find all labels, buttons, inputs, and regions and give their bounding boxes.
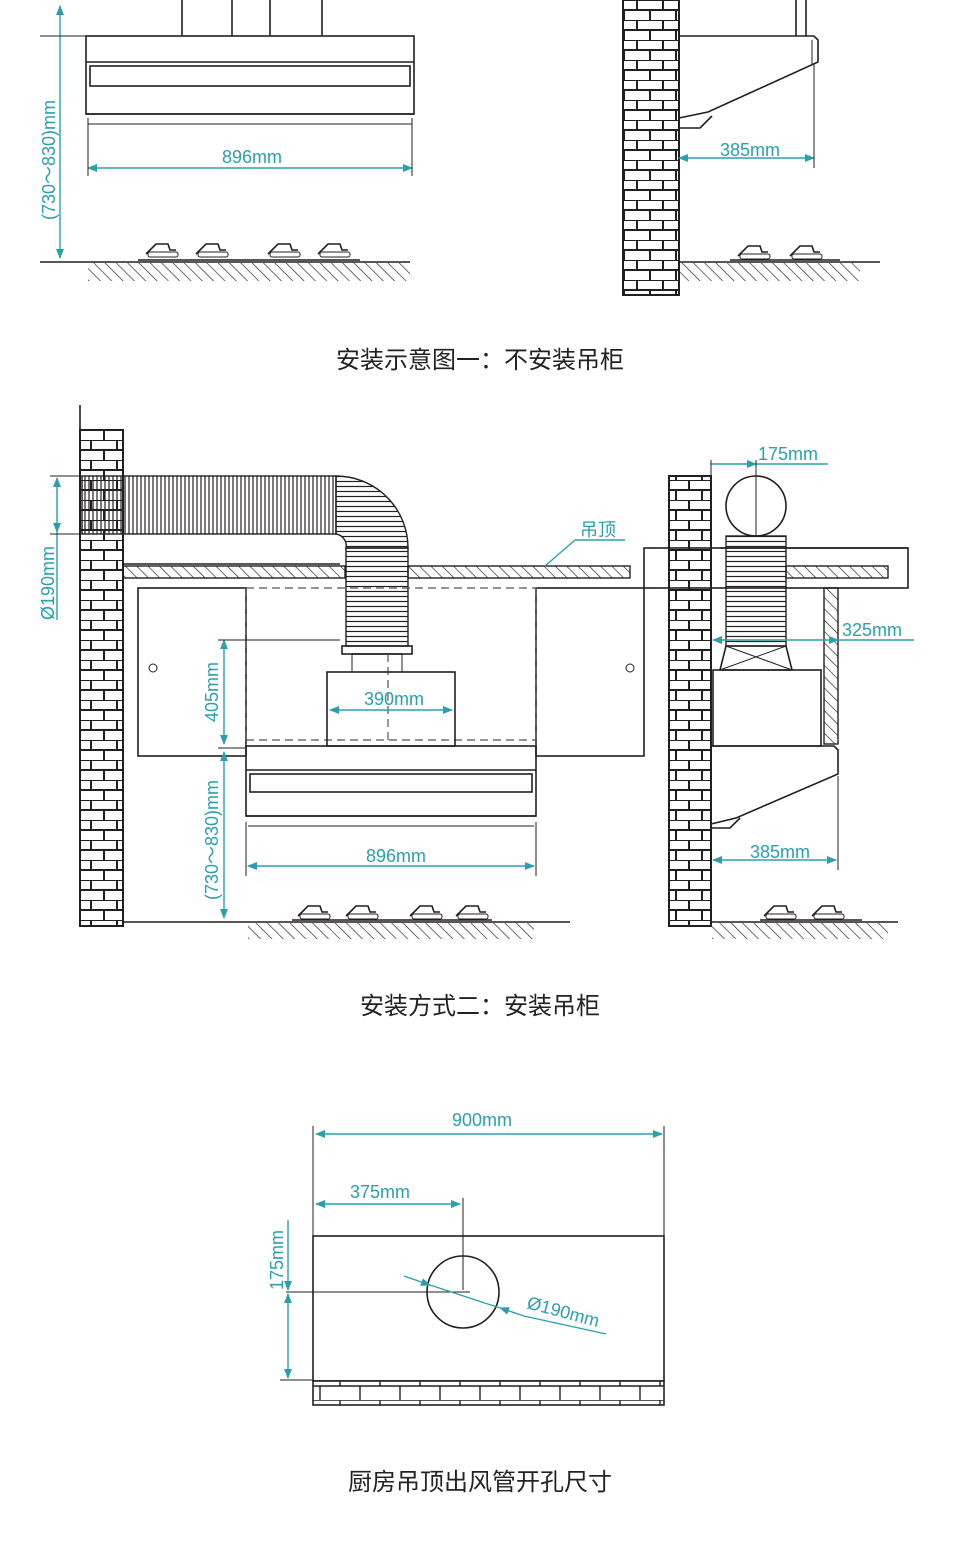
- fig2-side-wall: [668, 475, 712, 927]
- fig2-width-label: 896mm: [366, 846, 426, 866]
- fig3-ceiling-board: [312, 1235, 665, 1382]
- fig3-caption: 厨房吊顶出风管开孔尺寸: [348, 1468, 612, 1496]
- fig1-side-view: 385mm: [622, 0, 880, 296]
- fig2-chimney: [326, 671, 456, 747]
- fig2-side-view: 175mm 325mm 385mm: [643, 444, 914, 939]
- fig1-depth-label: 385mm: [720, 140, 780, 160]
- fig1-stove: [138, 243, 360, 261]
- fig2-ceiling-label: 吊顶: [580, 520, 616, 540]
- fig2-duct-horizontal: [81, 475, 337, 535]
- fig2-duct-vertical: [345, 547, 409, 647]
- fig1-caption: 安装示意图一：不安装吊柜: [336, 346, 624, 374]
- fig2-height-label: (730～830)mm: [202, 780, 222, 900]
- fig2-front-view: 吊顶 Ø190mm 390mm 405mm (730～830)mm: [38, 405, 645, 939]
- fig3-ceiling-opening: 900mm 375mm 175mm Ø190mm: [267, 1110, 665, 1406]
- fig1-floor: [88, 263, 410, 281]
- fig1-height-label: (730～830)mm: [39, 100, 59, 220]
- fig3-offset-y-label: 175mm: [267, 1230, 287, 1290]
- fig2-cabinet-height-label: 405mm: [202, 662, 222, 722]
- fig2-caption: 安装方式二：安装吊柜: [360, 992, 600, 1020]
- fig2-side-cabinet-depth-label: 325mm: [842, 620, 902, 640]
- fig2-side-depth-label: 385mm: [750, 842, 810, 862]
- fig3-wall-strip: [312, 1380, 665, 1406]
- fig2-ceiling-left: [122, 565, 346, 579]
- fig2-side-cabinet: [823, 587, 839, 745]
- fig1-width-label: 896mm: [222, 147, 282, 167]
- fig1-wall: [622, 0, 680, 296]
- fig1-hood-body: [85, 35, 415, 115]
- fig2-hood: [245, 745, 537, 817]
- fig3-offset-x-label: 375mm: [350, 1182, 410, 1202]
- fig2-side-offset-label: 175mm: [758, 444, 818, 464]
- fig1-front-view: (730～830)mm 896mm: [39, 0, 415, 281]
- fig3-total-width-label: 900mm: [452, 1110, 512, 1130]
- fig1-side-hood: [678, 35, 819, 129]
- fig2-duct-diameter-label: Ø190mm: [38, 546, 58, 620]
- fig2-duct-width-label: 390mm: [364, 689, 424, 709]
- fig2-cabinet-right: [535, 587, 645, 757]
- fig2-ceiling-right: [407, 565, 631, 579]
- fig2-stove: [292, 905, 492, 921]
